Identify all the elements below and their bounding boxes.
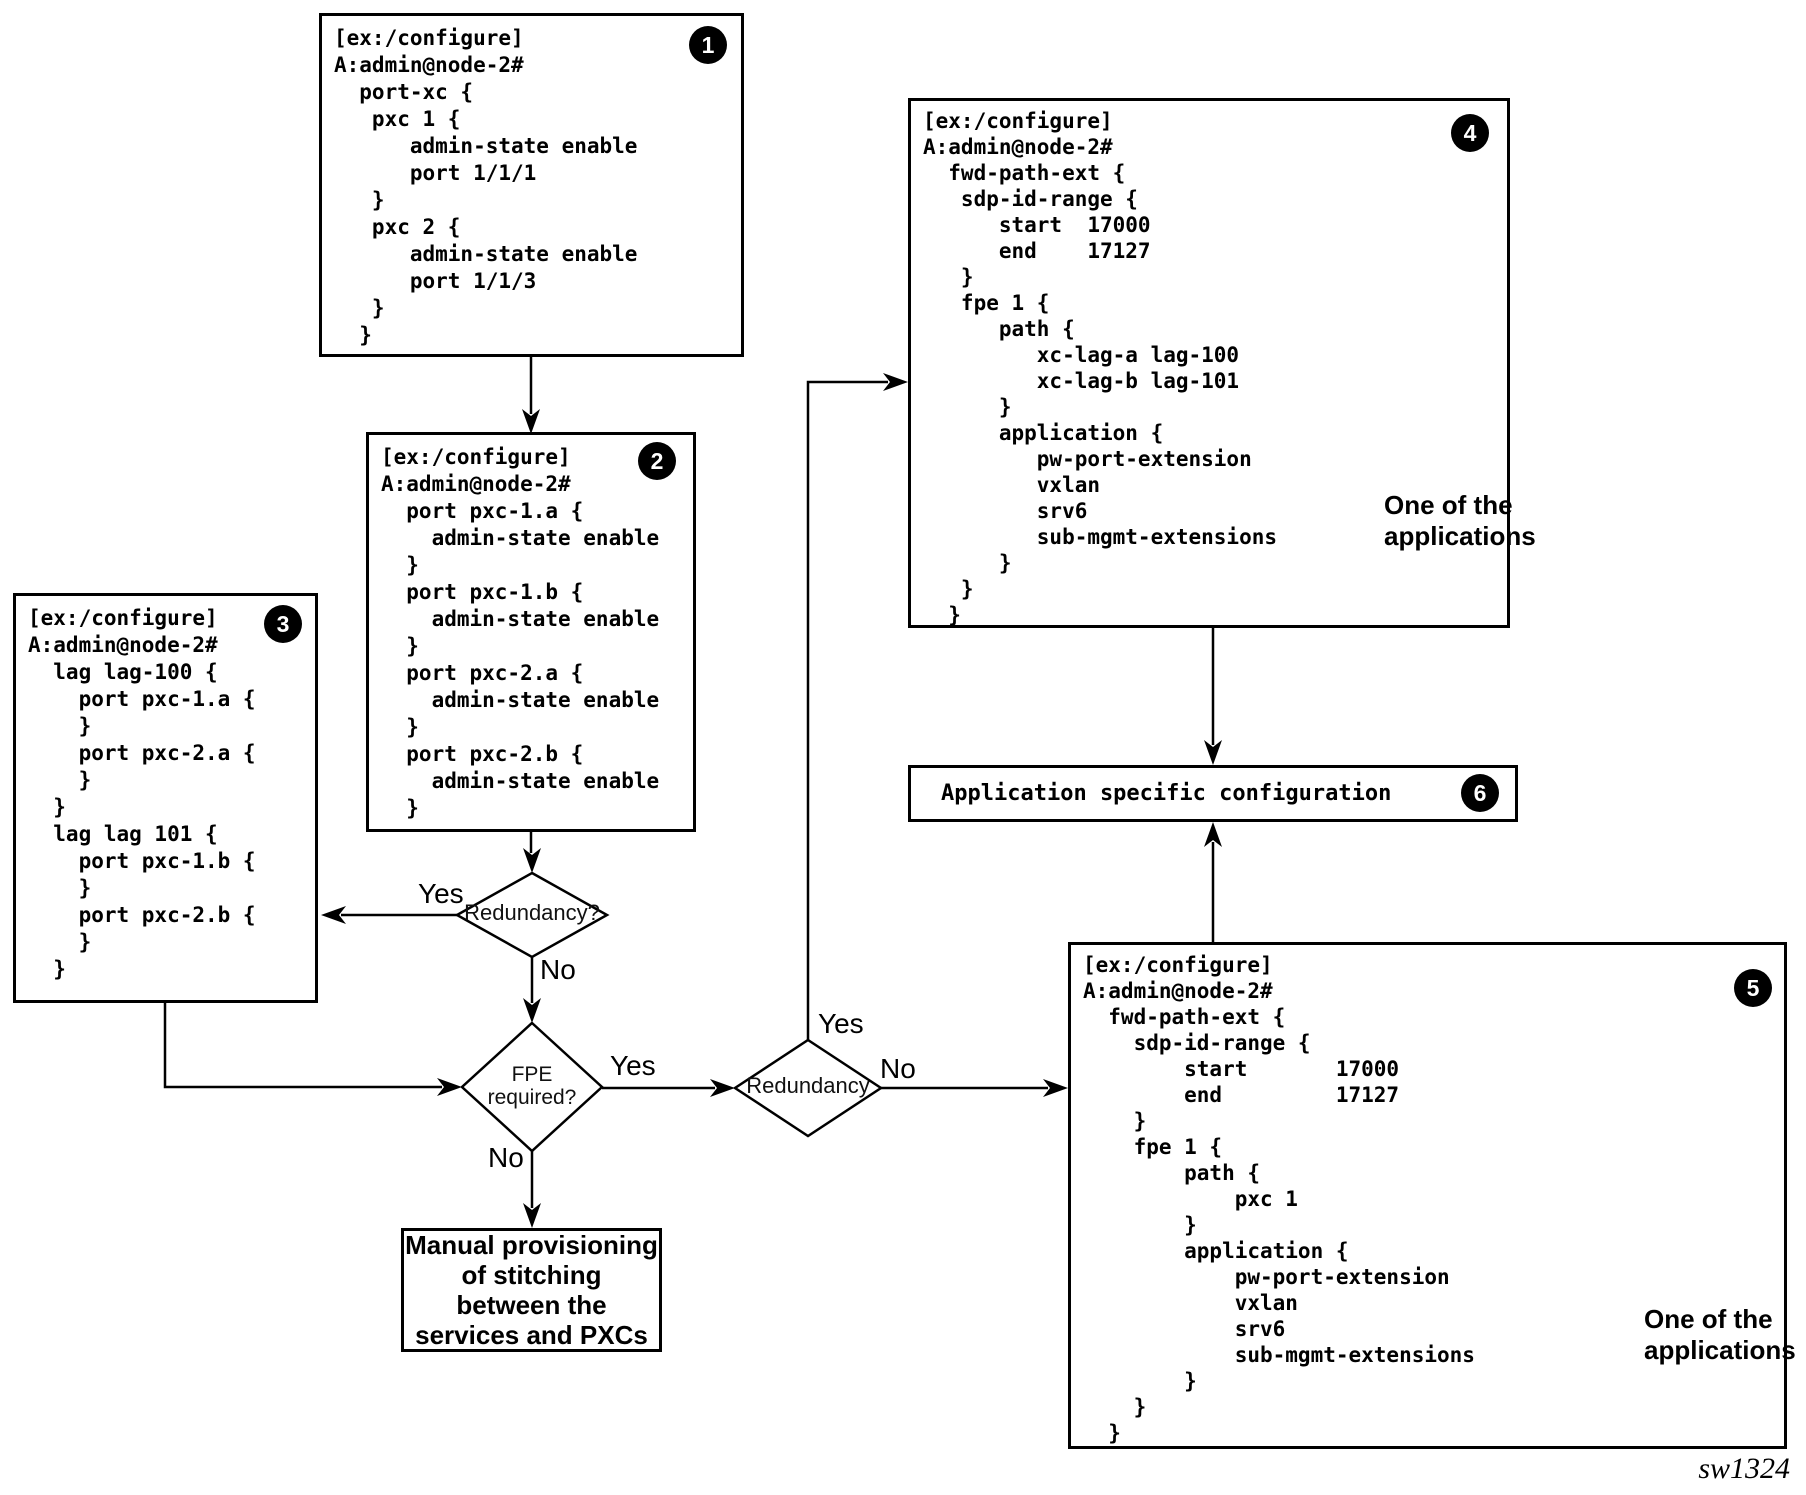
decision-fpe-required [460, 1021, 604, 1153]
step-badge-3: 3 [264, 605, 302, 643]
decision-fpe-required-label: FPE required? [487, 1063, 577, 1109]
step-badge-1: 1 [689, 26, 727, 64]
step-badge-6: 6 [1461, 774, 1499, 812]
figure-id: sw1324 [1698, 1452, 1790, 1485]
config-box-pxc-subports: [ex:/configure] A:admin@node-2# port pxc… [366, 432, 696, 832]
config-box-fpe-lag: [ex:/configure] A:admin@node-2# fwd-path… [908, 98, 1510, 628]
app-specific-config-label: Application specific configuration [941, 781, 1392, 806]
step-badge-4: 4 [1451, 114, 1489, 152]
label-redundancy-2-no: No [880, 1053, 916, 1084]
decision-redundancy-2 [732, 1038, 884, 1138]
step-badge-5: 5 [1734, 969, 1772, 1007]
config-box-port-xc-code: [ex:/configure] A:admin@node-2# port-xc … [334, 26, 638, 347]
label-fpe-yes: Yes [610, 1050, 656, 1081]
manual-provisioning-label: Manual provisioning of stitching between… [405, 1230, 658, 1350]
decision-redundancy-2-label: Redundancy [746, 1073, 870, 1098]
config-box-pxc-subports-code: [ex:/configure] A:admin@node-2# port pxc… [381, 445, 660, 820]
app-specific-config-box: Application specific configuration [908, 765, 1518, 822]
arrowhead [321, 906, 346, 924]
label-redundancy-2-yes: Yes [818, 1008, 864, 1039]
annotation-one-of-applications-pxc: One of the applications [1644, 1304, 1796, 1365]
arrowhead [1043, 1079, 1068, 1097]
step-badge-2: 2 [638, 442, 676, 480]
config-box-lags: [ex:/configure] A:admin@node-2# lag lag-… [13, 593, 318, 1003]
arrowhead [523, 1203, 541, 1228]
config-box-port-xc: [ex:/configure] A:admin@node-2# port-xc … [319, 13, 744, 357]
arrowhead [437, 1078, 462, 1096]
config-box-lags-code: [ex:/configure] A:admin@node-2# lag lag-… [28, 606, 256, 981]
arrowhead [883, 373, 908, 391]
label-redundancy-1-yes: Yes [418, 878, 464, 909]
annotation-one-of-applications-fpe: One of the applications [1384, 490, 1536, 551]
decision-redundancy-1 [454, 871, 610, 959]
arrowhead [710, 1079, 735, 1097]
label-redundancy-1-no: No [540, 954, 576, 985]
arrow-box3-to-fpe [163, 1003, 442, 1089]
label-fpe-no: No [488, 1142, 524, 1173]
arrowhead [522, 409, 540, 434]
manual-provisioning-box: Manual provisioning of stitching between… [401, 1228, 662, 1352]
arrowhead [1204, 822, 1222, 847]
config-box-fpe-pxc-code: [ex:/configure] A:admin@node-2# fwd-path… [1083, 953, 1475, 1445]
arrow-redundancy2-yes-to-box4 [806, 380, 888, 1040]
config-box-fpe-pxc: [ex:/configure] A:admin@node-2# fwd-path… [1068, 942, 1787, 1449]
arrowhead [523, 848, 541, 873]
decision-redundancy-1-label: Redundancy? [464, 900, 600, 925]
config-box-fpe-lag-code: [ex:/configure] A:admin@node-2# fwd-path… [923, 109, 1278, 627]
arrowhead [523, 998, 541, 1023]
arrowhead [1204, 740, 1222, 765]
